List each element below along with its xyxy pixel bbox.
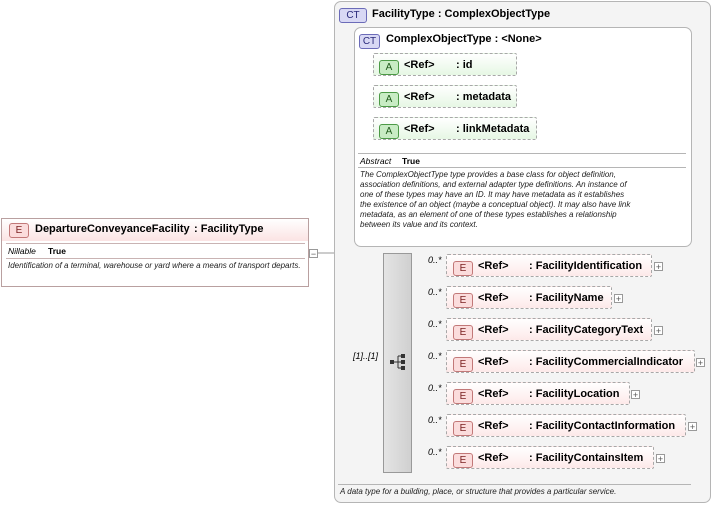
element-name: : FacilityCommercialIndicator: [529, 356, 684, 368]
expand-toggle[interactable]: +: [656, 454, 665, 464]
element-icon: E: [453, 261, 473, 276]
element-cardinality: 0..*: [428, 447, 442, 457]
attribute-id[interactable]: A <Ref> : id: [373, 53, 517, 76]
base-type-name: ComplexObjectType : <None>: [386, 33, 542, 45]
element-icon: E: [9, 223, 29, 238]
element-icon: E: [453, 293, 473, 308]
element-name: : FacilityName: [529, 292, 604, 304]
attribute-name: : linkMetadata: [456, 123, 530, 135]
sequence-cardinality: [1]..[1]: [353, 351, 379, 361]
complex-type-icon: CT: [339, 8, 367, 23]
root-element[interactable]: E DepartureConveyanceFacility : Facility…: [1, 218, 309, 287]
element-cardinality: 0..*: [428, 415, 442, 425]
element-cardinality: 0..*: [428, 319, 442, 329]
abstract-label: Abstract: [360, 156, 392, 166]
complex-type-name: FacilityType : ComplexObjectType: [372, 8, 551, 20]
element-ref: <Ref>: [478, 388, 509, 400]
expand-toggle[interactable]: +: [654, 326, 663, 336]
nillable-label: Nillable: [8, 246, 36, 256]
attribute-name: : id: [456, 59, 473, 71]
root-element-name: DepartureConveyanceFacility: [35, 223, 190, 235]
root-element-type: : FacilityType: [194, 223, 264, 235]
element-ref: <Ref>: [478, 324, 509, 336]
element-name: : FacilityContactInformation: [529, 420, 676, 432]
attribute-ref: <Ref>: [404, 91, 435, 103]
base-type-documentation: The ComplexObjectType type provides a ba…: [360, 170, 631, 229]
expand-toggle[interactable]: +: [654, 262, 663, 272]
element-ref: <Ref>: [478, 420, 509, 432]
element-icon: E: [453, 421, 473, 436]
attribute-name: : metadata: [456, 91, 512, 103]
attribute-ref: <Ref>: [404, 59, 435, 71]
element-name: : FacilityContainsItem: [529, 452, 644, 464]
element-cardinality: 0..*: [428, 255, 442, 265]
element-name: : FacilityCategoryText: [529, 324, 644, 336]
attribute-icon: A: [379, 60, 399, 75]
element-ref: <Ref>: [478, 452, 509, 464]
base-type-icon: CT: [359, 34, 380, 49]
element-name: : FacilityLocation: [529, 388, 620, 400]
element-ref: <Ref>: [478, 292, 509, 304]
attribute-icon: A: [379, 92, 399, 107]
attribute-ref: <Ref>: [404, 123, 435, 135]
expand-toggle[interactable]: +: [696, 358, 705, 368]
element-icon: E: [453, 325, 473, 340]
sequence-compositor[interactable]: [383, 253, 412, 473]
collapse-toggle[interactable]: −: [309, 249, 318, 259]
element-icon: E: [453, 389, 473, 404]
root-documentation: Identification of a terminal, warehouse …: [8, 261, 301, 270]
attribute-metadata[interactable]: A <Ref> : metadata: [373, 85, 517, 108]
element-icon: E: [453, 453, 473, 468]
attribute-link-metadata[interactable]: A <Ref> : linkMetadata: [373, 117, 537, 140]
expand-toggle[interactable]: +: [614, 294, 623, 304]
element-ref: <Ref>: [478, 260, 509, 272]
element-ref: <Ref>: [478, 356, 509, 368]
complex-type-documentation: A data type for a building, place, or st…: [340, 487, 617, 496]
nillable-value: True: [48, 246, 66, 256]
element-name: : FacilityIdentification: [529, 260, 643, 272]
element-cardinality: 0..*: [428, 351, 442, 361]
attribute-icon: A: [379, 124, 399, 139]
sequence-icon: [390, 354, 405, 370]
expand-toggle[interactable]: +: [631, 390, 640, 400]
element-cardinality: 0..*: [428, 287, 442, 297]
element-icon: E: [453, 357, 473, 372]
expand-toggle[interactable]: +: [688, 422, 697, 432]
abstract-value: True: [402, 156, 420, 166]
element-cardinality: 0..*: [428, 383, 442, 393]
